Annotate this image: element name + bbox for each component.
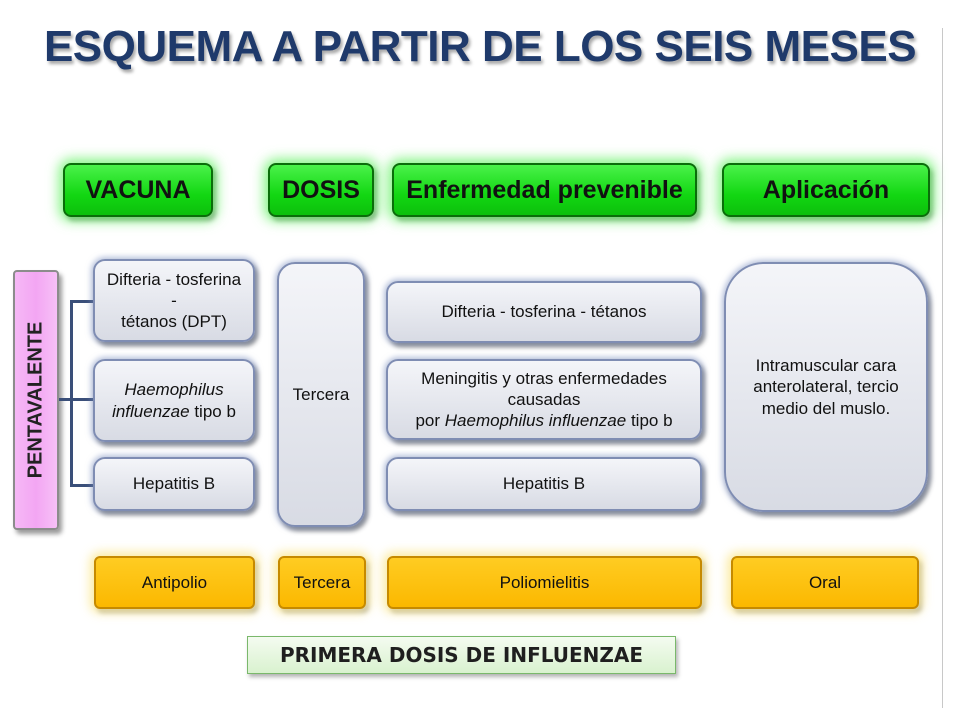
page-title: ESQUEMA A PARTIR DE LOS SEIS MESES bbox=[43, 22, 917, 71]
enfermedad-hib-suffix: tipo b bbox=[626, 411, 673, 431]
vacuna-hib-rest: tipo b bbox=[189, 401, 236, 421]
bracket-connector bbox=[59, 398, 72, 401]
pentavalente-label-box: PENTAVALENTE bbox=[13, 270, 59, 530]
enfermedad-dpt: Difteria - tosferina - tétanos bbox=[386, 281, 702, 343]
antipolio-vacuna: Antipolio bbox=[94, 556, 255, 609]
vacuna-dpt: Difteria - tosferina - tétanos (DPT) bbox=[93, 259, 255, 342]
antipolio-aplicacion: Oral bbox=[731, 556, 919, 609]
divider-line bbox=[942, 28, 943, 708]
enfermedad-hib-line1: Meningitis y otras enfermedades causadas bbox=[421, 368, 667, 409]
enfermedad-hib: Meningitis y otras enfermedades causadas… bbox=[386, 359, 702, 440]
aplicacion-pentavalente: Intramuscular cara anterolateral, tercio… bbox=[724, 262, 928, 512]
header-dosis: DOSIS bbox=[268, 163, 374, 217]
bracket-connector bbox=[70, 300, 73, 486]
vacuna-hib: Haemophilus influenzae tipo b bbox=[93, 359, 255, 442]
bracket-connector bbox=[70, 398, 94, 401]
header-vacuna: VACUNA bbox=[63, 163, 213, 217]
header-enfermedad: Enfermedad prevenible bbox=[392, 163, 697, 217]
pentavalente-label: PENTAVALENTE bbox=[24, 321, 47, 479]
enfermedad-hepb: Hepatitis B bbox=[386, 457, 702, 511]
enfermedad-hib-prefix: por bbox=[415, 411, 445, 431]
vacuna-hepb: Hepatitis B bbox=[93, 457, 255, 511]
header-aplicacion: Aplicación bbox=[722, 163, 930, 217]
antipolio-dosis: Tercera bbox=[278, 556, 366, 609]
bracket-connector bbox=[70, 484, 94, 487]
enfermedad-hib-italic: Haemophilus influenzae bbox=[444, 411, 627, 431]
footer-banner: PRIMERA DOSIS DE INFLUENZAE bbox=[247, 636, 676, 674]
aplicacion-pentavalente-text: Intramuscular cara anterolateral, tercio… bbox=[753, 356, 899, 418]
vacuna-hib-italic: influenzae bbox=[112, 401, 190, 421]
vacuna-dpt-line2: tétanos (DPT) bbox=[121, 312, 227, 332]
vacuna-dpt-line1: Difteria - tosferina - bbox=[106, 269, 242, 310]
bracket-connector bbox=[70, 300, 94, 303]
dosis-pentavalente: Tercera bbox=[277, 262, 365, 527]
vacuna-hib-line1: Haemophilus bbox=[124, 380, 224, 400]
antipolio-enfermedad: Poliomielitis bbox=[387, 556, 702, 609]
